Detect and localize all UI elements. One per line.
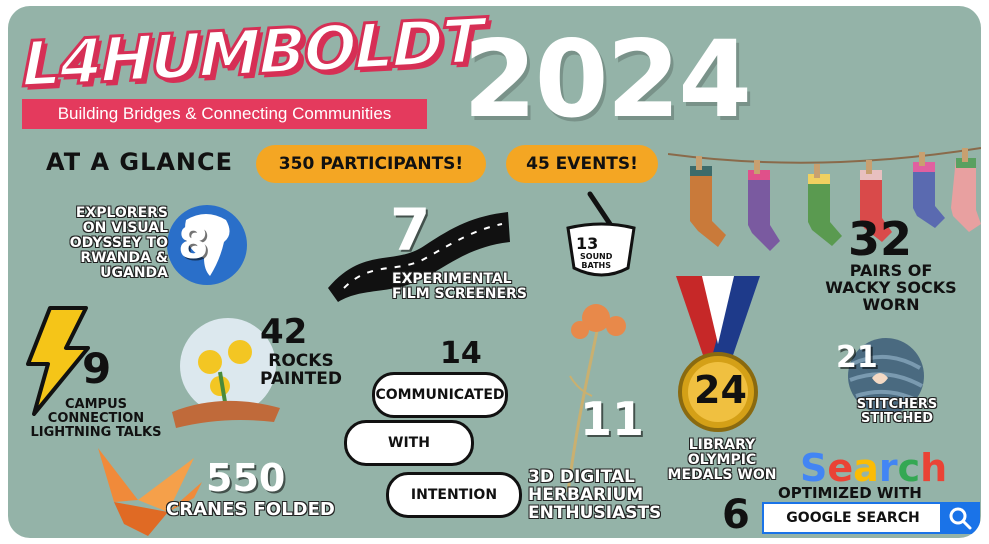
events-badge: 45 EVENTS! (506, 145, 658, 183)
library-number: 24 (694, 368, 747, 412)
yarn-ball-icon (848, 338, 924, 414)
rocks-number: 42 (260, 312, 308, 352)
google-search-box: GOOGLE SEARCH (762, 502, 942, 534)
lightning-number: 9 (82, 344, 112, 393)
library-label: LIBRARY OLYMPIC MEDALS WON (667, 437, 777, 483)
cranes-number: 550 (206, 456, 286, 500)
socks-clothesline-icon (668, 147, 981, 251)
speech-bubble-intention: INTENTION (386, 472, 522, 518)
speech-bubble-communicated: COMMUNICATED (372, 372, 508, 418)
singing-bowl-icon (566, 191, 636, 277)
lightning-bolt-icon (26, 306, 90, 416)
search-word: Search (800, 446, 948, 490)
paper-crane-icon (98, 448, 202, 536)
at-a-glance-heading: AT A GLANCE (46, 148, 234, 176)
socks-number: 32 (848, 212, 913, 266)
explorers-number: 8 (178, 218, 209, 269)
flower-pot-icon (172, 318, 280, 428)
speech-bubble-with: WITH (344, 420, 474, 466)
sound-number: 13 (576, 234, 599, 253)
herbarium-number: 11 (580, 392, 645, 446)
explorers-label: EXPLORERS ON VISUAL ODYSSEY TO RWANDA & … (69, 205, 168, 281)
herbarium-label: 3D DIGITAL HERBARIUM ENTHUSIASTS (528, 467, 662, 523)
logo-title: L4HUMBOLDT (21, 6, 484, 103)
gold-medal-icon (676, 276, 760, 432)
infographic-card: L4HUMBOLDT Building Bridges & Connecting… (8, 6, 981, 538)
search-magnifier-icon (949, 507, 972, 530)
sound-label: SOUND BATHS (580, 252, 613, 270)
film-label: EXPERIMENTAL FILM SCREENERS (392, 271, 527, 302)
search-label: OPTIMIZED WITH (778, 484, 922, 502)
lightning-label: CAMPUS CONNECTION LIGHTNING TALKS (30, 397, 162, 440)
film-number: 7 (390, 196, 431, 264)
participants-badge: 350 PARTICIPANTS! (256, 145, 486, 183)
africa-globe-icon (167, 205, 247, 285)
communicated-number: 14 (440, 336, 482, 371)
cranes-label: CRANES FOLDED (166, 499, 335, 520)
year-title: 2024 (463, 18, 752, 141)
tagline-banner: Building Bridges & Connecting Communitie… (22, 99, 427, 129)
dried-flower-icon (566, 304, 626, 493)
stitchers-number: 21 (836, 340, 878, 375)
search-button (940, 502, 980, 534)
search-number: 6 (722, 492, 750, 538)
stitchers-label: STITCHERS STITCHED (856, 397, 938, 426)
rocks-label: ROCKS PAINTED (260, 351, 342, 389)
film-strip-icon (328, 212, 510, 302)
socks-label: PAIRS OF WACKY SOCKS WORN (825, 261, 957, 314)
